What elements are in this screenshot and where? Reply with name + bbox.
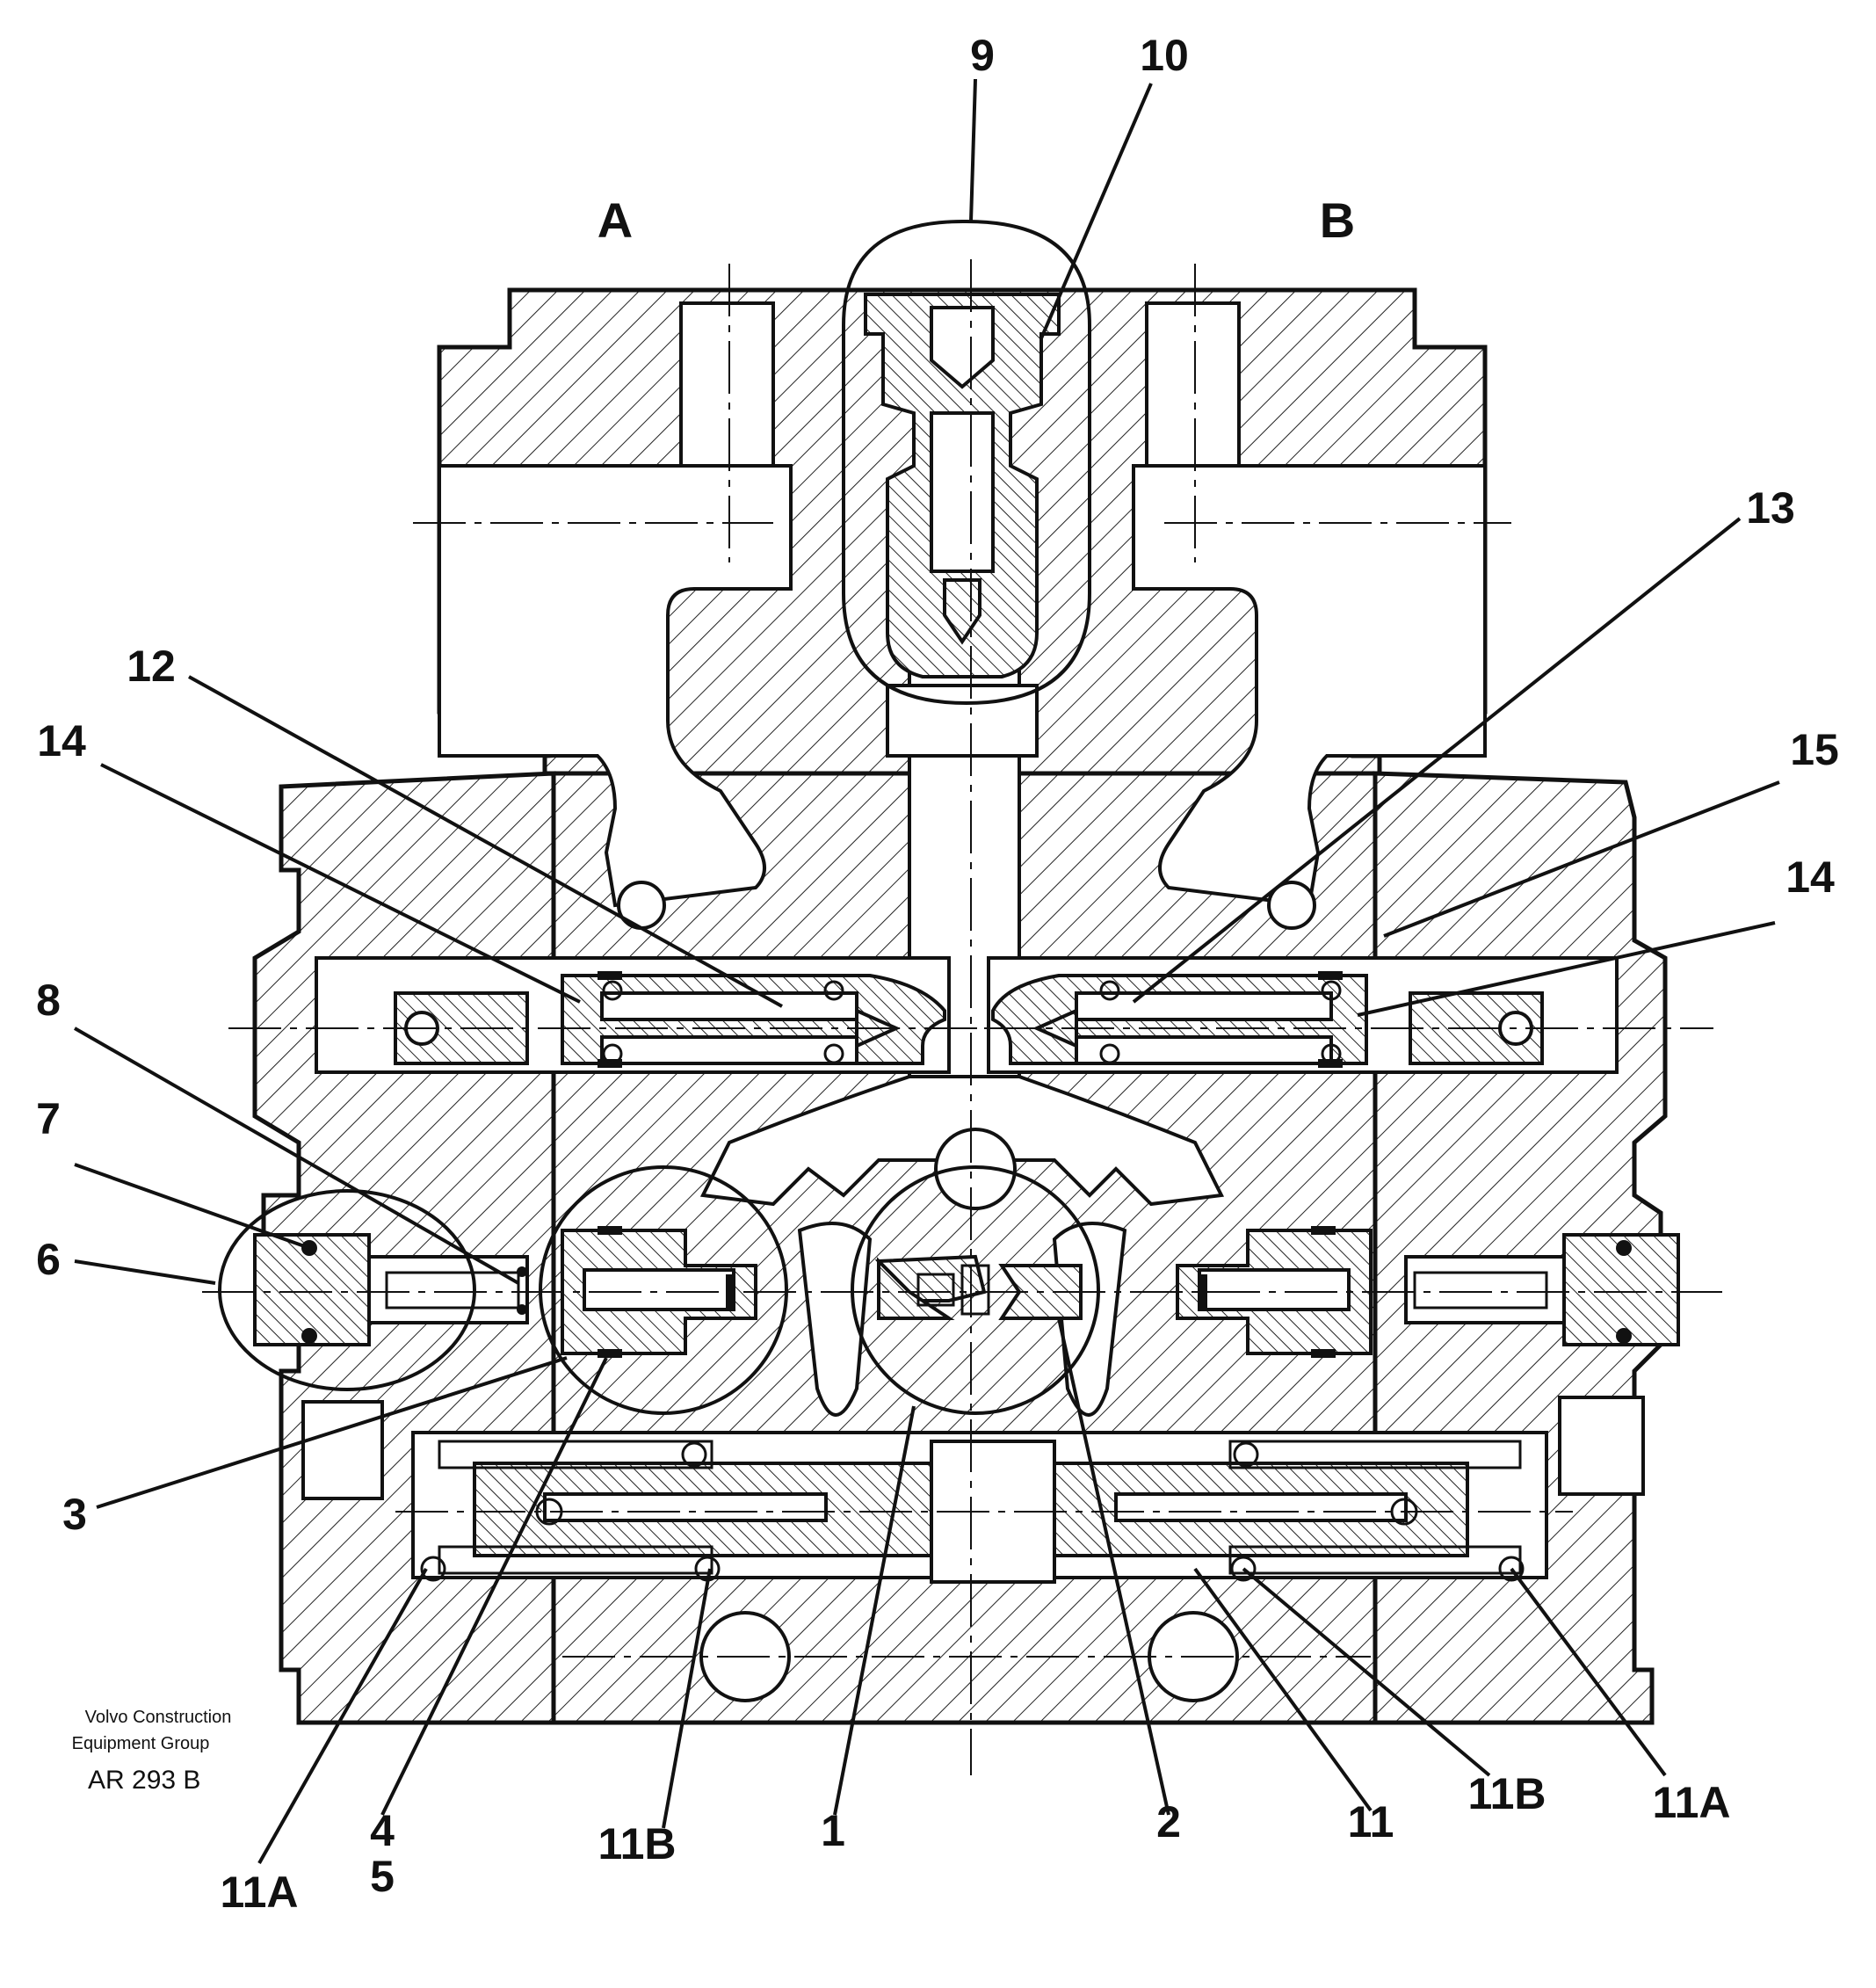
callout-12: 12 [127,642,176,691]
port-label-b: B [1320,192,1355,248]
callout-10: 10 [1140,31,1189,80]
drawing-reference: AR 293 B [88,1766,200,1795]
callout-9: 9 [970,31,995,80]
callout-14-right: 14 [1785,853,1835,902]
callout-13: 13 [1746,483,1795,533]
main-spool [301,1396,1645,1584]
left-plug-assembly [253,1226,757,1358]
callout-8: 8 [36,976,61,1025]
callout-11a-left: 11A [221,1868,299,1917]
callout-11a-right: 11A [1653,1778,1731,1827]
detail-outline-6 [218,1189,476,1391]
detail-outline-3 [539,1165,788,1415]
publisher-line-2: Equipment Group [72,1734,210,1753]
port-label-a: A [598,192,633,248]
center-lines [202,259,1722,1775]
publisher-line-1: Volvo Construction [85,1708,232,1727]
leader-lines [74,78,1780,1864]
left-pilot-spool [315,881,951,1074]
callout-11b-left: 11B [598,1819,677,1868]
detail-outline-1 [851,1165,1100,1415]
callout-1: 1 [821,1806,845,1855]
callout-labels: A B 9 10 13 12 14 15 14 8 7 6 3 11A 4 5 … [36,31,1839,1917]
callout-4: 4 [370,1806,395,1855]
top-check-valve [864,293,1061,758]
publisher-credit: Volvo Construction Equipment Group AR 29… [72,1708,232,1795]
detail-outline-9 [842,219,1091,706]
detail-circles [218,219,1100,1415]
callout-7: 7 [36,1094,61,1143]
callout-11: 11 [1348,1797,1394,1847]
callout-6: 6 [36,1235,61,1284]
right-pilot-spool [987,881,1619,1074]
callout-14-left: 14 [37,716,86,765]
callout-3: 3 [62,1490,87,1539]
callout-2: 2 [1156,1797,1181,1847]
callout-15: 15 [1790,725,1839,774]
callout-5: 5 [370,1852,395,1901]
callout-11b-right: 11B [1468,1769,1546,1818]
